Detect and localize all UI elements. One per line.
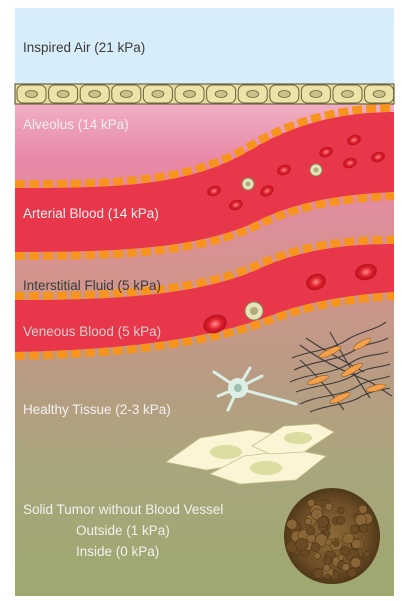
arterial-blood-label: Arterial Blood (14 kPa) (23, 207, 159, 221)
tumor-cell (287, 519, 297, 529)
tumor-cell (338, 554, 344, 560)
epithelial-nucleus (215, 91, 227, 98)
tumor-cell (364, 551, 371, 558)
tumor-cell (323, 564, 330, 571)
epithelial-nucleus (57, 91, 69, 98)
venous-blood-label: Veneous Blood (5 kPa) (23, 325, 161, 339)
tumor-cell (338, 507, 345, 514)
epithelial-nucleus (26, 91, 38, 98)
tumor-cell (333, 540, 340, 547)
epithelial-nucleus (120, 91, 132, 98)
epithelial-nucleus (152, 91, 164, 98)
epithelial-nucleus (342, 91, 354, 98)
epithelial-nucleus (184, 91, 196, 98)
epithelial-nucleus (278, 91, 290, 98)
tumor-cell (306, 527, 314, 535)
healthy-tissue-label: Healthy Tissue (2-3 kPa) (23, 403, 171, 417)
interstitial-fluid-label: Interstitial Fluid (5 kPa) (23, 279, 161, 293)
tumor-cell (325, 503, 333, 511)
tumor-cell (296, 538, 308, 550)
alveolus-label: Alveolus (14 kPa) (23, 118, 129, 132)
tumor-cell (313, 569, 323, 579)
tumor-cell (311, 543, 320, 552)
tumor-cell (305, 518, 312, 525)
alveolar-epithelium (15, 84, 394, 104)
tumor-cell (342, 563, 350, 571)
tumor-cell (359, 505, 368, 514)
tumor-inside-label: Inside (0 kPa) (76, 545, 159, 559)
tumor-cell (351, 558, 361, 568)
epithelial-nucleus (89, 91, 101, 98)
tumor-cell (360, 524, 368, 532)
tumor-outside-label: Outside (1 kPa) (76, 524, 170, 538)
tumor-cell (314, 553, 321, 560)
tumor-cell (325, 539, 331, 545)
solid-tumor (284, 488, 380, 584)
tumor-cell (336, 516, 344, 524)
epithelial-nucleus (247, 91, 259, 98)
tumor-cell (324, 557, 332, 565)
tumor-cell (318, 517, 329, 528)
tumor-cell (352, 540, 361, 549)
epithelial-nucleus (373, 91, 385, 98)
inspired-air-label: Inspired Air (21 kPa) (23, 41, 145, 55)
solid-tumor-label: Solid Tumor without Blood Vessel (23, 503, 223, 517)
epithelial-nucleus (310, 91, 322, 98)
tumor-cell (325, 574, 331, 580)
